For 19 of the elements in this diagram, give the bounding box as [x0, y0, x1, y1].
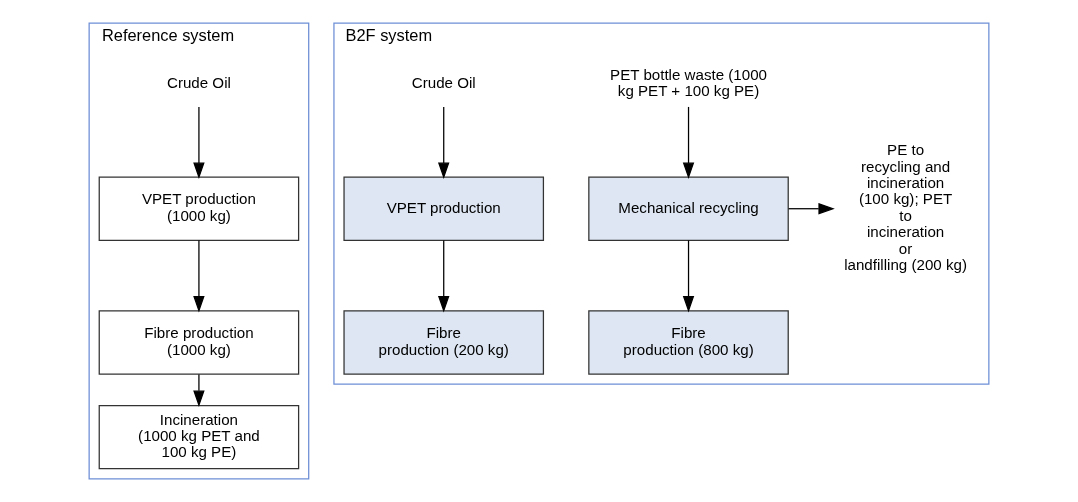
node-text: PET bottle waste (1000 kg PET + 100 kg PE) [610, 65, 768, 99]
node-text: PE to recycling and incineration (100 kg); PET to incineration or landfilling (200 kg) [844, 141, 967, 274]
node-box: VPET production [343, 176, 545, 241]
arrow [438, 239, 450, 313]
node-box: Fibre production (1000 kg) [98, 310, 300, 375]
arrow [193, 373, 205, 407]
arrow [682, 106, 695, 179]
node-box: VPET production (1000 kg) [98, 176, 300, 241]
arrow [193, 106, 205, 179]
arrow [438, 106, 450, 179]
arrow [682, 239, 695, 313]
node-text: Crude Oil [166, 73, 231, 91]
node-text: Crude Oil [411, 73, 476, 91]
arrow [193, 239, 205, 313]
arrow [787, 203, 835, 215]
node-box: Mechanical recycling [588, 176, 789, 241]
node-box: Fibre production (200 kg) [343, 310, 545, 375]
node-box: Incineration (1000 kg PET and 100 kg PE) [98, 404, 300, 470]
node-box: Fibre production (800 kg) [588, 310, 789, 375]
